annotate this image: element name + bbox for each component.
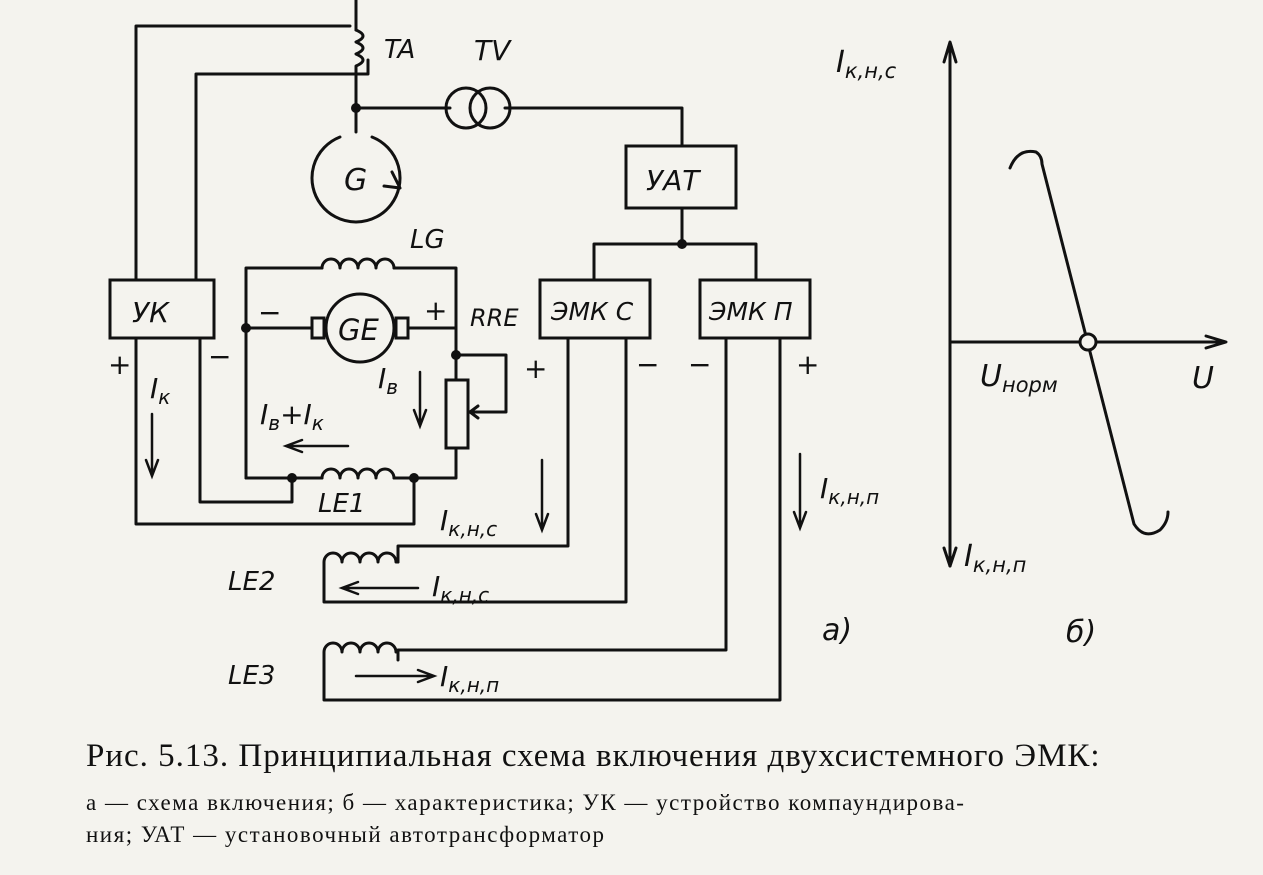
coil-le2 [322,551,400,574]
label-i-k: Iк [150,372,170,409]
y-bottom-label: Iк,н,п [964,539,1026,577]
label-iv-plus-ik: Iв+Iк [260,398,324,435]
label-i-v: Iв [378,362,398,399]
generator-g: G [310,135,402,224]
box-uat: УАТ [624,144,738,210]
coil-lg [320,257,396,270]
ge-minus-sign: − [258,296,281,329]
label-uat: УАТ [646,164,701,197]
label-tv: TV [474,34,512,67]
y-axis [942,40,958,568]
label-i-knc-2: Iк,н,с [432,570,489,607]
caption-title: Рис. 5.13. Принципиальная схема включени… [86,738,1101,774]
wires [134,0,782,702]
label-emk-s: ЭМК С [550,297,634,326]
box-emk-s: ЭМК С [538,278,652,340]
label-g: G [344,163,367,198]
nominal-point [1078,332,1098,352]
label-i-knp-2: Iк,н,п [440,660,499,697]
emk-s-minus-sign: − [636,348,659,381]
label-i-knp-1: Iк,н,п [820,472,879,509]
schematic-diagram: G GE УК УАТ ЭМК С ЭМК П [108,0,1228,702]
label-i-knc-1: Iк,н,с [440,504,497,541]
label-lg: LG [410,225,445,255]
y-top-label: Iк,н,с [836,45,897,83]
rheostat-rre [444,378,480,450]
emk-s-plus-sign: + [524,352,547,385]
ge-plus-sign: + [424,294,447,327]
characteristic-plot: Iк,н,с Iк,н,п U Uнорм б) [836,40,1228,650]
caption-line-2: а — схема включения; б — характеристика;… [86,790,966,815]
label-rre: RRE [470,304,519,332]
emk-p-plus-sign: + [796,348,819,381]
current-arrows [144,370,808,684]
label-uk: УК [132,296,170,329]
junction-dots [241,103,687,483]
uk-minus-sign: − [208,340,231,373]
label-le1: LE1 [318,489,365,519]
label-part-a: а) [822,613,852,648]
box-emk-p: ЭМК П [698,278,812,340]
x-axis-label: U [1192,361,1214,396]
label-part-b: б) [1066,615,1096,650]
coil-le3 [322,641,400,664]
exciter-ge: GE [310,292,410,364]
label-ta: TA [384,35,415,65]
label-le2: LE2 [228,567,275,597]
label-ge: GE [338,313,379,347]
coil-le1 [320,467,396,480]
label-emk-p: ЭМК П [708,297,793,326]
uk-plus-sign: + [108,348,131,381]
box-uk: УК [108,278,216,340]
caption-line-3: ния; УАТ — установочный автотрансформато… [86,822,606,847]
label-le3: LE3 [228,661,275,691]
u-norm-label: Uнорм [980,359,1058,397]
transformer-tv [444,86,512,130]
emk-p-minus-sign: − [688,348,711,381]
